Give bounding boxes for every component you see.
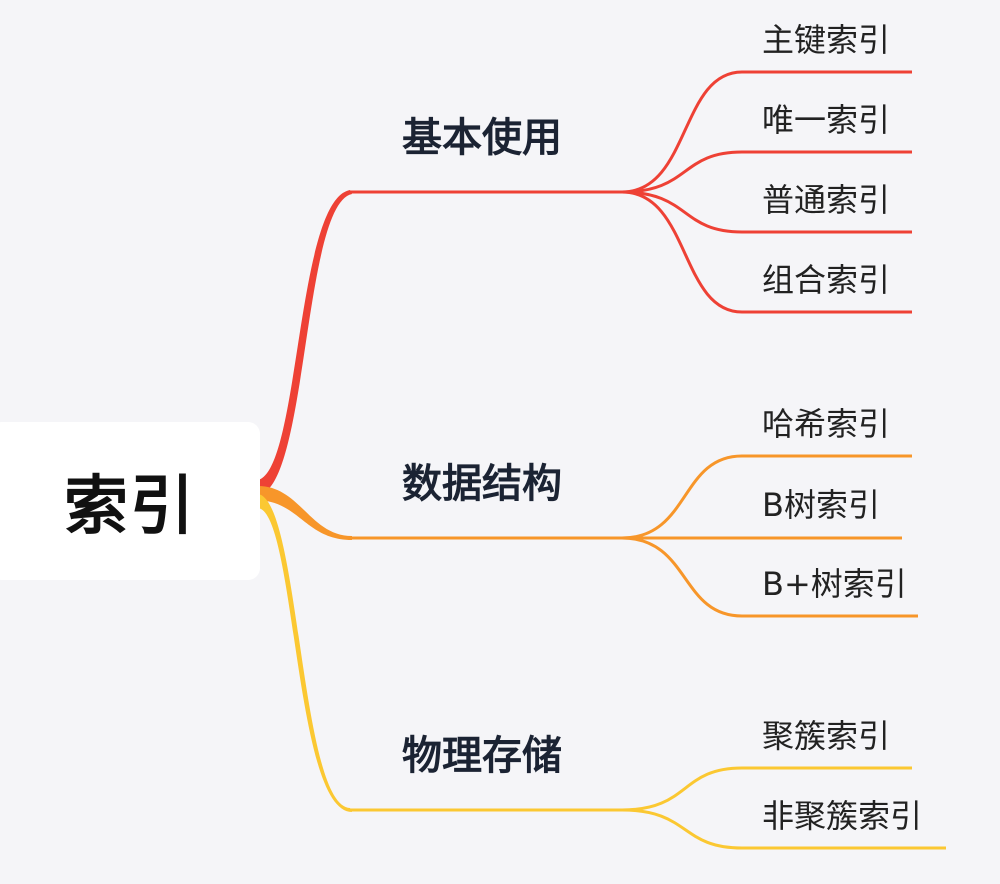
leaf-normal-index[interactable]: 普通索引 xyxy=(762,181,891,219)
leaf-connector xyxy=(621,190,912,234)
leaf-connector xyxy=(621,190,912,314)
branch-data-structure[interactable]: 数据结构 xyxy=(402,461,562,507)
leaf-connector xyxy=(621,536,918,618)
leaf-composite-index[interactable]: 组合索引 xyxy=(762,261,891,299)
leaf-connector xyxy=(621,766,912,812)
leaf-primary-key-index[interactable]: 主键索引 xyxy=(762,21,891,59)
connector-root-storage xyxy=(258,494,352,812)
leaf-connector xyxy=(621,808,946,850)
leaf-clustered-index[interactable]: 聚簇索引 xyxy=(762,717,891,755)
leaf-hash-index[interactable]: 哈希索引 xyxy=(762,405,891,443)
leaf-nonclustered-index[interactable]: 非聚簇索引 xyxy=(762,797,923,835)
connector-root-basic xyxy=(258,190,352,494)
branch-physical-storage[interactable]: 物理存储 xyxy=(402,733,562,779)
root-node[interactable]: 索引 xyxy=(0,422,260,580)
leaf-unique-index[interactable]: 唯一索引 xyxy=(762,101,891,139)
leaf-connector xyxy=(621,70,912,194)
connector-root-structure xyxy=(258,486,352,540)
branch-basic-usage[interactable]: 基本使用 xyxy=(402,115,562,161)
leaf-bplustree-index[interactable]: B+树索引 xyxy=(762,565,907,603)
root-label: 索引 xyxy=(64,470,196,544)
leaf-connector xyxy=(621,454,912,540)
leaf-connector xyxy=(621,150,912,194)
leaf-btree-index[interactable]: B树索引 xyxy=(762,486,880,524)
